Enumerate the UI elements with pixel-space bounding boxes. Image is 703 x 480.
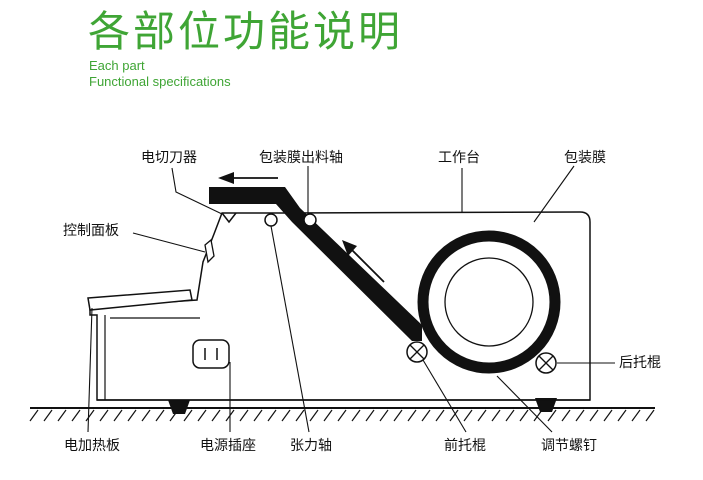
label-heating-plate: 电加热板 xyxy=(64,438,120,454)
label-rear-roller: 后托棍 xyxy=(619,355,661,371)
outlet-roller xyxy=(303,213,317,227)
right-foot xyxy=(535,398,557,412)
leader-lines xyxy=(87,165,615,433)
left-foot xyxy=(168,400,190,414)
label-cutter: 电切刀器 xyxy=(141,150,197,166)
label-tension-shaft: 张力轴 xyxy=(290,438,332,454)
control-panel xyxy=(204,238,215,264)
label-control-panel: 控制面板 xyxy=(63,223,119,239)
tension-roller xyxy=(264,213,278,227)
page-title: 各部位功能说明 xyxy=(88,7,404,56)
film-roll-core xyxy=(444,257,534,347)
label-adjust-screw: 调节螺钉 xyxy=(541,438,597,454)
ground-hatching xyxy=(29,409,655,422)
up-arrow xyxy=(342,240,385,283)
cutter-notch xyxy=(221,212,237,224)
power-socket xyxy=(192,339,230,369)
label-film: 包装膜 xyxy=(564,150,606,166)
label-power-socket: 电源插座 xyxy=(200,438,256,454)
heating-plate xyxy=(87,289,193,311)
film-path xyxy=(209,187,422,341)
subtitle-line-2: Functional specifications xyxy=(89,74,231,89)
label-film-outlet-shaft: 包装膜出料轴 xyxy=(259,150,343,166)
left-arrow xyxy=(218,172,278,184)
subtitle-line-1: Each part xyxy=(89,58,145,73)
label-worktable: 工作台 xyxy=(438,150,480,166)
label-front-roller: 前托棍 xyxy=(444,438,486,454)
